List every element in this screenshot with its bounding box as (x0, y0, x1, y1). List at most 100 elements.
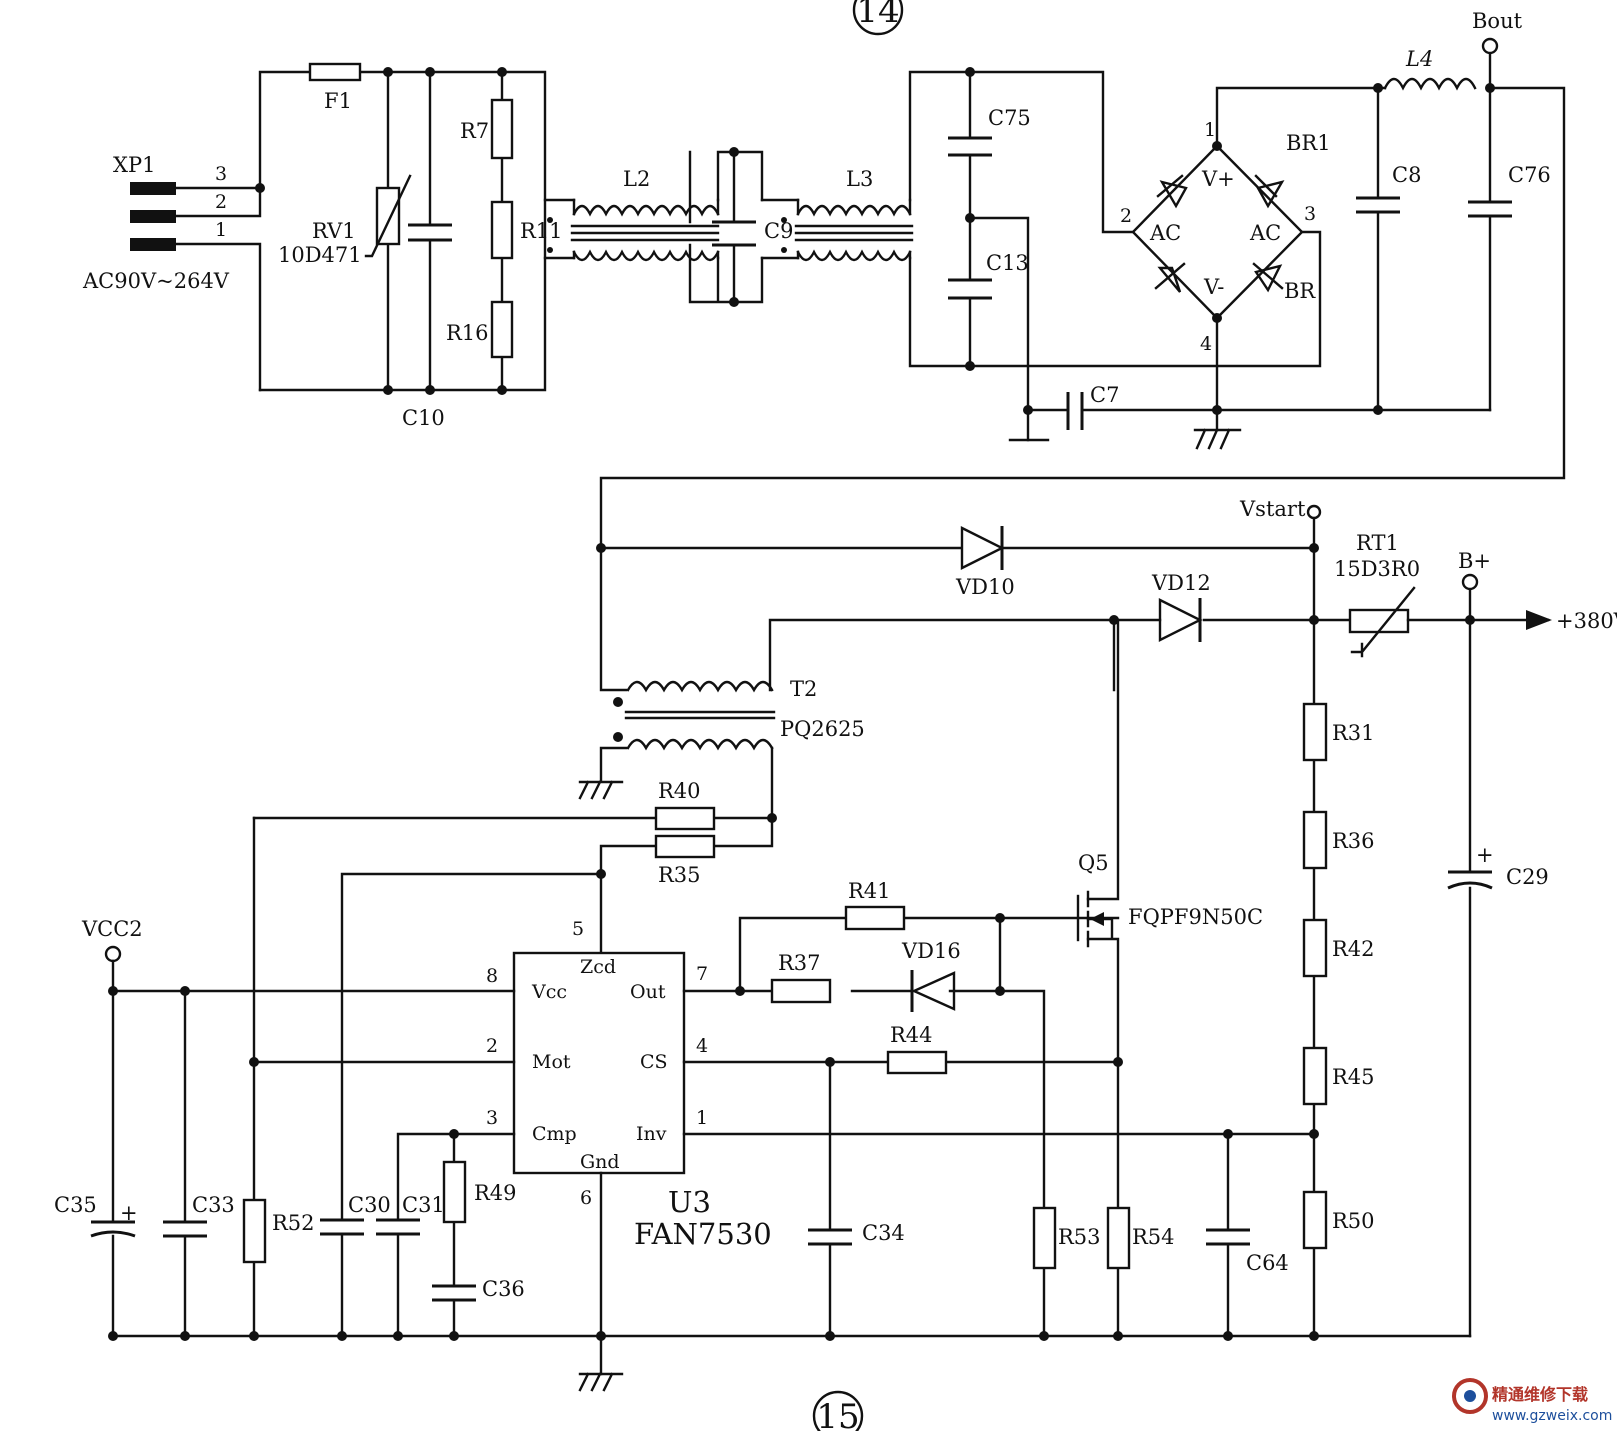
thermistor-rt1 (1348, 608, 1410, 634)
ic-pin-cs-num: 4 (696, 1035, 708, 1057)
inductor-l2-top (572, 204, 720, 217)
ground-junctions (108, 1331, 1319, 1341)
c30-label: C30 (348, 1193, 391, 1217)
connector-xp1 (130, 182, 176, 251)
l3-label: L3 (846, 167, 873, 191)
vd10-label: VD10 (955, 575, 1015, 599)
resistor-r7 (490, 98, 514, 160)
r41-label: R41 (848, 879, 891, 903)
r54-label: R54 (1132, 1225, 1175, 1249)
connector-label: XP1 (113, 153, 155, 177)
ic-pin-inv-num: 1 (696, 1107, 708, 1129)
bplus-label: B+ (1458, 549, 1491, 573)
resistor-r49 (442, 1160, 467, 1224)
output-label: +380V (1556, 609, 1617, 633)
r42-label: R42 (1332, 937, 1375, 961)
r50-label: R50 (1332, 1209, 1375, 1233)
l2-label: L2 (623, 167, 650, 191)
resistor-r44 (886, 1050, 948, 1075)
ic-pin-out-name: Out (630, 981, 666, 1003)
r16-label: R16 (446, 321, 489, 345)
resistor-r31 (1302, 702, 1328, 762)
ic-pin-vcc-num: 8 (486, 965, 498, 987)
q5-part-label: FQPF9N50C (1128, 905, 1263, 929)
resistor-r40 (654, 806, 716, 831)
inductor-l3-top (796, 204, 912, 217)
bout-terminal (1481, 37, 1499, 55)
c13-label: C13 (986, 251, 1029, 275)
r53-label: R53 (1058, 1225, 1101, 1249)
t2-label: T2 (790, 677, 817, 701)
resistor-r50 (1302, 1190, 1328, 1250)
ic-u3 (512, 951, 686, 1175)
c29-label: C29 (1506, 865, 1549, 889)
vcc2-label: VCC2 (81, 917, 143, 941)
c8-label: C8 (1392, 163, 1421, 187)
r11-label: R11 (520, 219, 563, 243)
ic-pin-cmp-num: 3 (486, 1107, 498, 1129)
br1-label: BR1 (1286, 131, 1331, 155)
vstart-terminal (1306, 504, 1322, 520)
bridge-pin-3: 3 (1304, 203, 1316, 225)
r31-label: R31 (1332, 721, 1375, 745)
bridge-pin-2: 2 (1120, 205, 1132, 227)
bout-label: Bout (1472, 9, 1523, 33)
c29-polarity: + (1476, 843, 1494, 867)
c10-label: C10 (402, 406, 445, 430)
ic-pin-inv-name: Inv (636, 1123, 667, 1145)
emi-filter-section: 14 XP1 3 2 1 AC90V~264V F1 RV1 10D471 C1… (82, 0, 1566, 550)
c33-label: C33 (192, 1193, 235, 1217)
rv1-value: 10D471 (278, 243, 362, 267)
section-label-bottom: 15 (816, 1397, 859, 1431)
section-label-top: 14 (856, 0, 899, 31)
c9-label: C9 (764, 219, 793, 243)
inductor-l3-bottom (796, 249, 912, 262)
resistor-r53 (1032, 1206, 1057, 1270)
vstart-label: Vstart (1239, 497, 1306, 521)
c34-label: C34 (862, 1221, 905, 1245)
vcc2-terminal (104, 945, 122, 963)
r36-label: R36 (1332, 829, 1375, 853)
resistor-r16 (490, 300, 514, 359)
ac-input-label: AC90V~264V (82, 269, 230, 293)
inductor-l4 (1383, 77, 1477, 91)
transformer-t2-primary (626, 680, 774, 693)
resistor-r35 (654, 834, 716, 859)
c36-label: C36 (482, 1277, 525, 1301)
resistor-r41 (844, 905, 906, 931)
ic-pin-mot-name: Mot (532, 1051, 571, 1073)
watermark-url: www.gzweix.com (1492, 1408, 1612, 1424)
r52-label: R52 (272, 1211, 315, 1235)
fuse-f1 (308, 62, 362, 82)
br-label: BR (1284, 279, 1316, 303)
r7-label: R7 (460, 119, 489, 143)
rt1-label: RT1 (1356, 531, 1399, 555)
c35-polarity: + (120, 1201, 138, 1225)
vd12-label: VD12 (1151, 571, 1211, 595)
watermark-name: 精通维修下载 (1492, 1385, 1588, 1404)
ic-pin-gnd-name: Gnd (580, 1151, 620, 1173)
pfc-section: VD10 Vstart T2 PQ2625 VD12 RT1 15D3R0 (54, 497, 1617, 1431)
f1-label: F1 (324, 89, 352, 113)
resistor-r36 (1302, 810, 1328, 870)
resistor-r37 (770, 978, 832, 1004)
bridge-rectifier-br1 (1131, 86, 1387, 432)
bridge-pin-4: 4 (1200, 333, 1212, 355)
ic-pin-cmp-name: Cmp (532, 1123, 577, 1145)
r44-label: R44 (890, 1023, 933, 1047)
ic-part-label: FAN7530 (634, 1217, 772, 1251)
bridge-pin-1: 1 (1204, 119, 1216, 141)
rv1-label: RV1 (312, 219, 356, 243)
diode-vd12 (1158, 598, 1203, 642)
r35-label: R35 (658, 863, 701, 887)
bridge-vplus: V+ (1201, 167, 1235, 191)
bridge-ac-right: AC (1249, 221, 1281, 245)
bridge-vminus: V- (1203, 275, 1224, 299)
mosfet-q5 (1076, 618, 1120, 1064)
connector-pin-3: 3 (215, 163, 227, 185)
r49-label: R49 (474, 1181, 517, 1205)
c35-label: C35 (54, 1193, 97, 1217)
connector-pin-1: 1 (215, 219, 227, 241)
r37-label: R37 (778, 951, 821, 975)
